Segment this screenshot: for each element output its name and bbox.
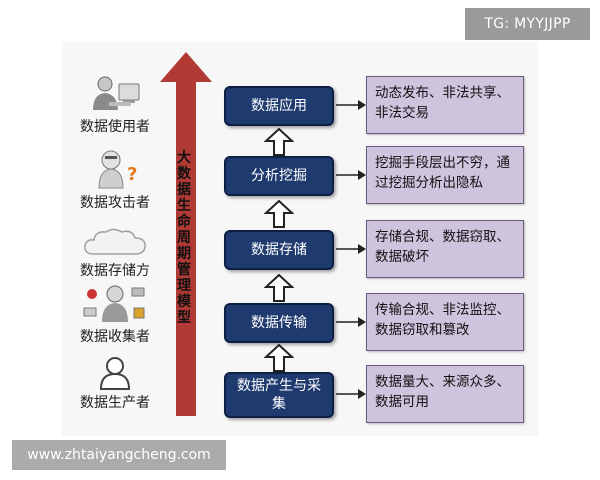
hacker-question-icon: ? [98,150,137,189]
up-arrow-icon [264,344,294,372]
role-label: 数据攻击者 [80,195,150,211]
stage-data-generation: 数据产生与采集 [224,372,334,418]
desc-data-application: 动态发布、非法共享、非法交易 [366,76,524,134]
user-at-computer-icon [93,76,140,110]
connector-arrow-icon [336,244,366,254]
role-data-collector: 数据收集者 [65,282,165,346]
connector-arrow-icon [336,100,366,110]
connector-arrow-icon [336,389,366,399]
role-data-producer: 数据生产者 [65,356,165,412]
connector-arrow-icon [336,170,366,180]
role-label: 数据使用者 [80,119,150,135]
up-arrow-icon [264,200,294,228]
stage-data-transmission: 数据传输 [224,303,334,343]
role-data-attacker: ? 数据攻击者 [65,148,165,212]
watermark-url: www.zhtaiyangcheng.com [12,440,226,470]
svg-text:?: ? [127,164,137,185]
watermark-tag: TG: MYYJJPP [465,8,590,40]
role-label: 数据存储方 [80,263,150,279]
stage-label: 数据应用 [251,98,307,114]
role-label: 数据生产者 [80,395,150,411]
desc-data-generation: 数据量大、来源众多、数据可用 [366,365,524,423]
role-label: 数据收集者 [80,329,150,345]
desc-data-transmission: 传输合规、非法监控、数据窃取和篡改 [366,293,524,351]
connector-arrow-icon [336,317,366,327]
role-data-user: 数据使用者 [65,74,165,136]
up-arrow-icon [264,274,294,302]
person-silhouette-icon [99,357,131,390]
role-data-storer: 数据存储方 [65,226,165,280]
lifecycle-arrow [160,52,212,416]
up-arrow-icon [264,128,294,156]
desc-analysis-mining: 挖掘手段层出不穷，通过挖掘分析出隐私 [366,146,524,204]
collector-with-devices-icon [83,285,145,322]
lifecycle-arrow-label: 大数据生命周期管理模型 [177,150,191,326]
stage-label: 数据传输 [251,315,307,331]
stage-data-storage: 数据存储 [224,230,334,270]
stage-data-application: 数据应用 [224,86,334,126]
stage-label: 分析挖掘 [251,168,307,184]
stage-analysis-mining: 分析挖掘 [224,156,334,196]
stage-label: 数据产生与采集 [237,378,321,412]
stage-label: 数据存储 [251,242,307,258]
cloud-icon [84,228,146,255]
desc-data-storage: 存储合规、数据窃取、数据破坏 [366,220,524,278]
